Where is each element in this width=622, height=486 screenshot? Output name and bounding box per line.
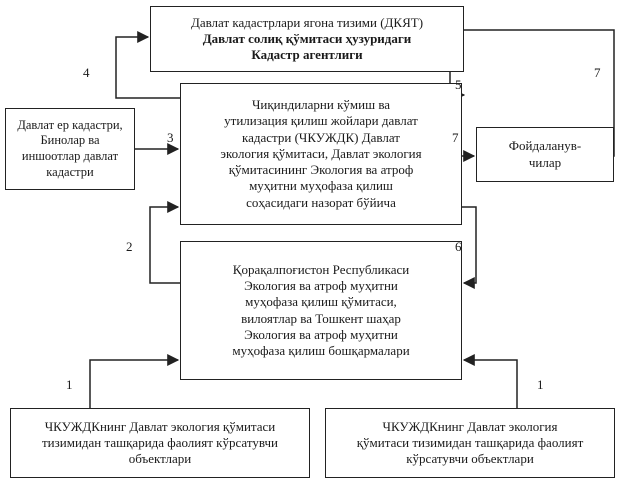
edge-6-arrow [462, 206, 477, 289]
node-line: кўрсатувчи объектлари [406, 451, 534, 467]
node-chkuzhdk-cadastre: Чиқиндиларни кўмиш ва утилизация қилиш ж… [180, 83, 462, 225]
node-line: Бинолар ва [40, 133, 100, 148]
node-line: вилоятлар ва Тошкент шаҳар [241, 310, 401, 326]
node-regional-ecology-committees: Қорақалпоғистон Республикаси Экология ва… [180, 241, 462, 380]
node-line: кадастри (ЧКУЖДК) Давлат [242, 129, 400, 145]
node-line: чилар [528, 154, 562, 170]
edge-1-right-arrow [462, 354, 518, 408]
node-line: қўмитасининг Экология ва атроф [228, 162, 414, 178]
node-line: Экология ва атроф муҳитни [244, 326, 398, 342]
node-line: Қорақалпоғистон Республикаси [232, 261, 410, 277]
node-line: утилизация қилиш жойлари давлат [224, 113, 418, 129]
node-line: муҳитни муҳофаза қилиш [249, 178, 393, 194]
edge-label-3: 3 [167, 130, 174, 145]
node-line: қўмитаси тизимидан ташқарида фаолият [356, 434, 584, 450]
node-line: Чиқиндиларни кўмиш ва [251, 97, 391, 113]
edge-1-left-arrow [89, 354, 180, 408]
node-line: Фойдаланув- [508, 138, 582, 154]
node-line: Давлат ер кадастри, [17, 117, 123, 132]
edge-label-2: 2 [126, 239, 133, 254]
edge-label-4: 4 [83, 65, 90, 80]
node-users: Фойдаланув- чилар [476, 127, 614, 182]
edge-label-6: 6 [455, 239, 462, 254]
node-dkyat-cadastre-agency: Давлат кадастрлари ягона тизими (ДКЯТ) Д… [150, 6, 464, 72]
edge-label-7-top: 7 [594, 65, 601, 80]
node-line: Давлат солиқ қўмитаси ҳузуридаги [202, 30, 412, 46]
edge-4-arrow [115, 31, 180, 99]
node-line: иншоотлар давлат [21, 149, 119, 163]
node-line: соҳасидаги назорат бўйича [246, 194, 396, 210]
node-line: кадастри [46, 164, 94, 179]
edge-label-1-left: 1 [66, 377, 73, 392]
node-line: Давлат кадастрлари ягона тизими (ДКЯТ) [190, 14, 424, 30]
node-line: муҳофаза қилиш бошқармалари [232, 343, 410, 358]
node-external-objects-left: ЧКУЖДКнинг Давлат экология қўмитаси тизи… [10, 408, 310, 478]
node-external-objects-right: ЧКУЖДКнинг Давлат экология қўмитаси тизи… [325, 408, 615, 478]
node-line: объектлари [128, 451, 192, 467]
edge-2-arrow [149, 201, 180, 284]
edge-label-7-center: 7 [452, 130, 459, 145]
node-line: экология қўмитаси, Давлат экология [220, 145, 422, 161]
node-line: тизимидан ташқарида фаолият кўрсатувчи [41, 434, 278, 450]
node-line: муҳофаза қилиш қўмитаси, [245, 294, 397, 310]
node-line: Экология ва атроф муҳитни [244, 278, 398, 293]
node-line: ЧКУЖДКнинг Давлат экология [382, 418, 558, 434]
edge-label-1-right: 1 [537, 377, 544, 392]
edge-label-5: 5 [455, 77, 462, 92]
node-line: Кадастр агентлиги [251, 47, 363, 63]
node-line: ЧКУЖДКнинг Давлат экология қўмитаси [44, 418, 276, 434]
node-land-building-cadastre: Давлат ер кадастри, Бинолар ва иншоотлар… [5, 108, 135, 190]
